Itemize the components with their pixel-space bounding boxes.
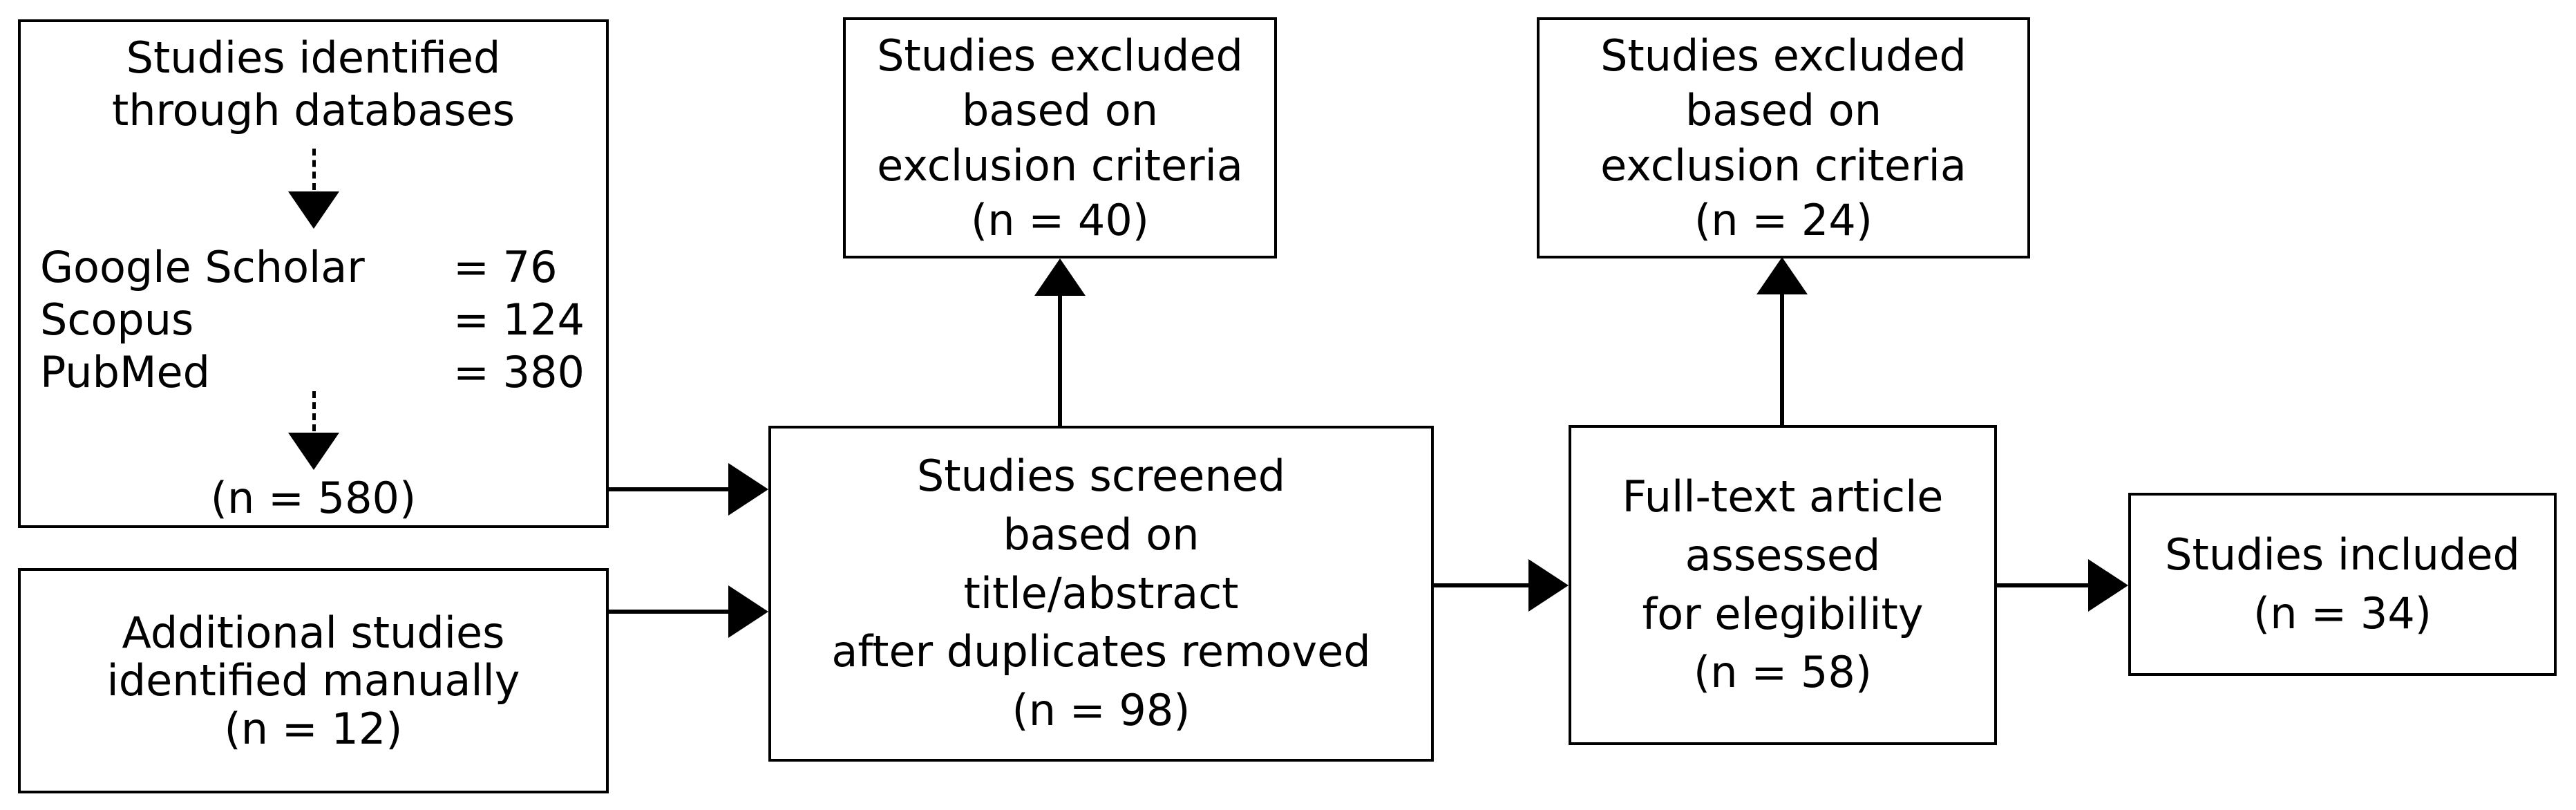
box-fulltext-assessed: Full-text article assessed for elegibili… — [1569, 425, 1997, 745]
dotted-arrow-shaft — [312, 391, 316, 431]
dotted-arrow-shaft — [312, 149, 316, 190]
text-line: (n = 40) — [971, 194, 1149, 245]
database-source-list: Google Scholar = 76 Scopus = 124 PubMed … — [40, 242, 600, 399]
arrowhead-right — [728, 585, 768, 638]
text-line: Studies identified — [126, 32, 501, 83]
source-row-pubmed: PubMed = 380 — [40, 347, 600, 399]
text-line: (n = 24) — [1694, 194, 1873, 245]
arrow-additional-to-screened — [609, 610, 730, 614]
box-studies-excluded-screening: Studies excluded based on exclusion crit… — [843, 17, 1277, 258]
source-row-google-scholar: Google Scholar = 76 — [40, 242, 600, 294]
box-studies-excluded-fulltext: Studies excluded based on exclusion crit… — [1537, 17, 2030, 258]
text-line: (n = 12) — [224, 703, 403, 754]
text-line: title/abstract — [963, 567, 1239, 619]
databases-total-count: (n = 580) — [210, 473, 417, 523]
source-label: Google Scholar — [40, 242, 365, 292]
text-line: Additional studies — [122, 607, 505, 658]
box-studies-screened: Studies screened based on title/abstract… — [768, 426, 1434, 762]
arrow-screened-to-excluded — [1058, 294, 1062, 427]
box-studies-included: Studies included (n = 34) — [2128, 493, 2557, 676]
source-count: = 76 — [453, 242, 558, 292]
arrow-screened-to-fulltext — [1434, 583, 1531, 587]
text-line: based on — [961, 85, 1159, 136]
text-line: through databases — [111, 84, 515, 135]
source-row-scopus: Scopus = 124 — [40, 294, 600, 347]
text-line: (n = 34) — [2253, 587, 2432, 639]
arrowhead-right — [1528, 559, 1569, 612]
text-line: Studies screened — [916, 450, 1286, 501]
arrowhead-right — [728, 463, 768, 516]
arrow-databases-to-screened — [609, 487, 730, 491]
text-line: Full-text article — [1622, 471, 1944, 522]
arrowhead-up — [1034, 258, 1086, 296]
text-line: for elegibility — [1642, 588, 1924, 639]
source-label: Scopus — [40, 294, 194, 345]
source-count: = 124 — [453, 294, 585, 345]
text-line: Studies excluded — [1600, 30, 1967, 81]
text-line: Studies excluded — [877, 30, 1243, 81]
arrow-fulltext-to-excluded — [1780, 294, 1784, 426]
arrowhead-down — [288, 433, 339, 470]
text-line: exclusion criteria — [877, 140, 1243, 191]
source-label: PubMed — [40, 347, 210, 397]
text-line: after duplicates removed — [831, 626, 1371, 677]
arrow-fulltext-to-included — [1997, 583, 2091, 587]
text-line: exclusion criteria — [1600, 140, 1967, 191]
text-line: (n = 98) — [1012, 685, 1191, 736]
text-line: identified manually — [106, 655, 520, 706]
text-line: (n = 58) — [1694, 647, 1872, 698]
text-line: assessed — [1685, 529, 1881, 581]
text-line: Studies included — [2165, 529, 2520, 580]
text-line: based on — [1003, 509, 1200, 560]
text-line: based on — [1685, 85, 1882, 136]
databases-box-title: Studies identified through databases — [21, 32, 606, 136]
source-count: = 380 — [453, 347, 585, 397]
box-additional-studies: Additional studies identified manually (… — [18, 568, 609, 793]
arrowhead-up — [1756, 257, 1808, 294]
arrowhead-down — [288, 191, 339, 229]
arrowhead-right — [2088, 559, 2128, 612]
